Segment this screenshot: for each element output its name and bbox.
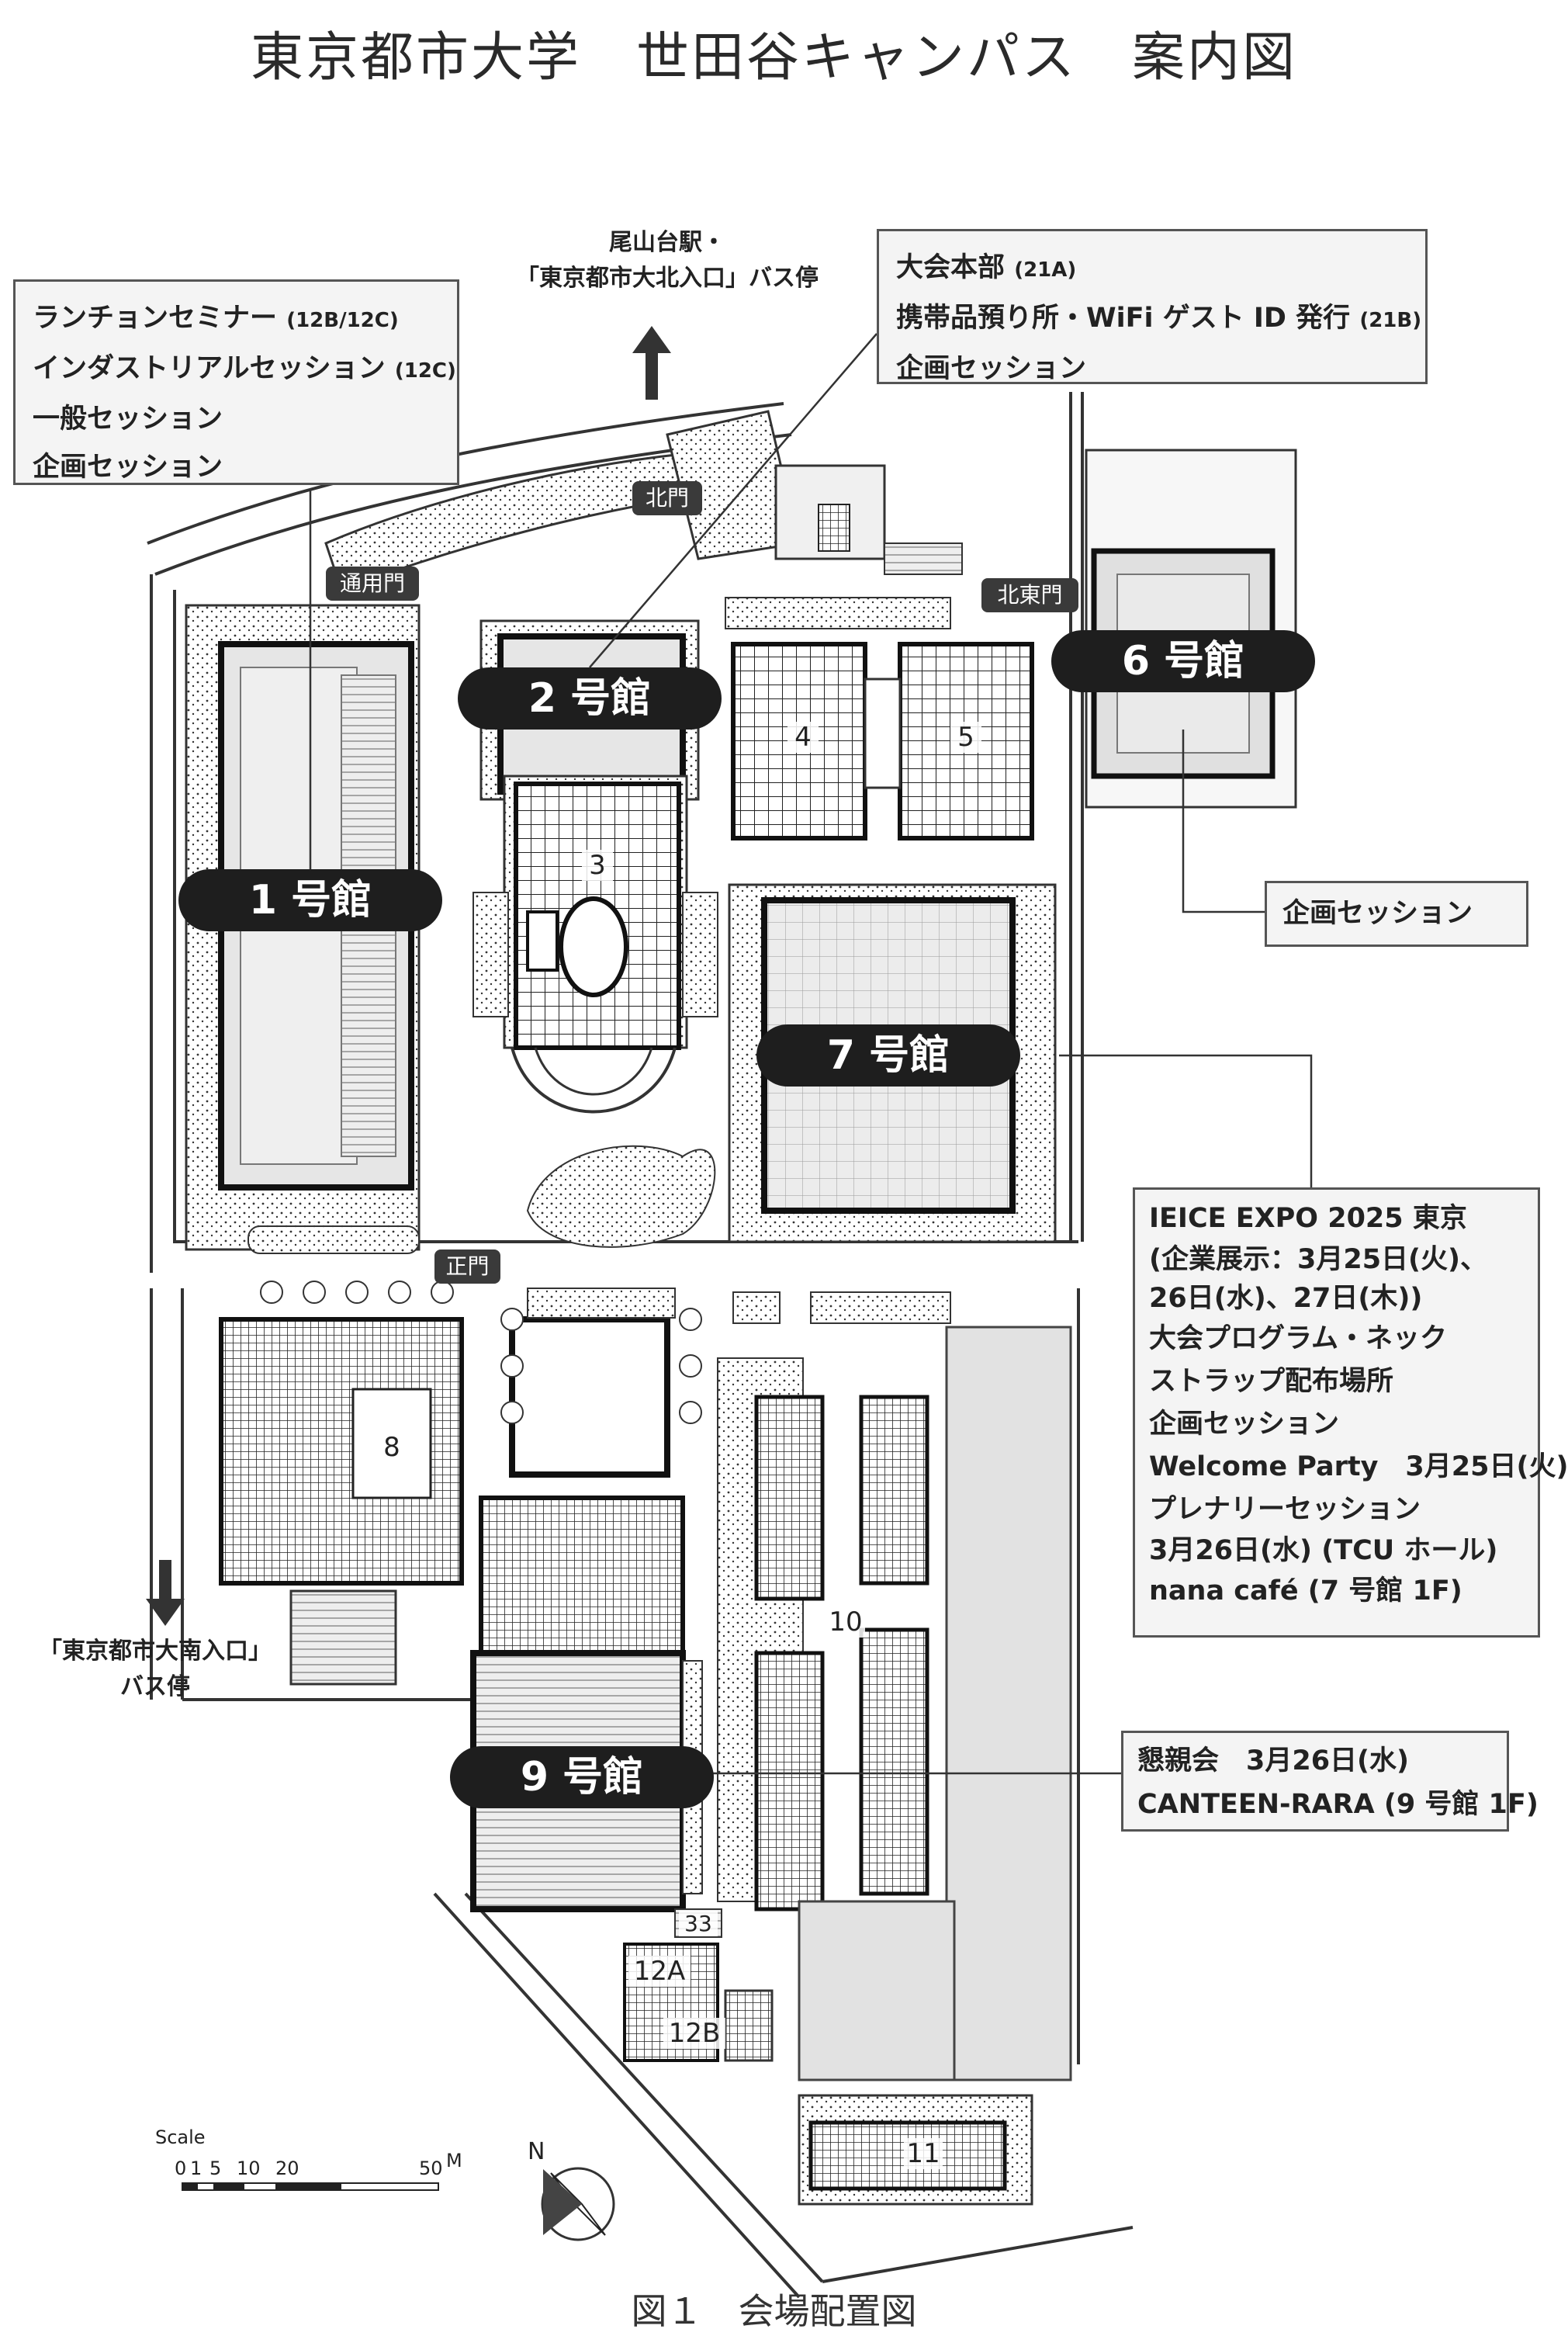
info-box-building-1: ランチョンセミナー (12B/12C) インダストリアルセッション (12C) … — [13, 279, 459, 485]
box1-line1: ランチョンセミナー — [33, 303, 278, 334]
box2-line3: 企画セッション — [896, 353, 1087, 384]
building-3-number: 3 — [582, 850, 613, 881]
compass-north-label: N — [528, 2138, 545, 2165]
box1-line1-note: (12B/12C) — [286, 309, 399, 332]
box7-line9: 3月26日(水) (TCU ホール) — [1149, 1535, 1498, 1566]
south-note-line1: 「東京都市大南入口」 — [39, 1638, 272, 1665]
scale-tick-0: 0 — [175, 2158, 187, 2179]
box1-line2-note: (12C) — [394, 359, 456, 383]
box7-line6: 企画セッション — [1149, 1409, 1340, 1440]
box7-line3: 26日(水)、27日(木)) — [1149, 1283, 1423, 1314]
campus-roads — [147, 392, 1134, 2299]
building-9-label[interactable]: 9 号館 — [450, 1746, 714, 1808]
page-title: 東京都市大学 世田谷キャンパス 案内図 — [250, 27, 1297, 88]
box6-line1: 企画セッション — [1282, 898, 1473, 929]
scale-tick-5: 5 — [209, 2158, 222, 2179]
scale-tick-50: 50 — [419, 2158, 443, 2179]
scale-unit: M — [446, 2150, 462, 2171]
building-12b-number: 12B — [663, 2018, 725, 2049]
compass-rose — [541, 2167, 615, 2241]
north-note-line2: 「東京都市大北入口」バス停 — [516, 265, 819, 292]
box7-line8: プレナリーセッション — [1149, 1494, 1421, 1525]
figure-caption: 図１ 会場配置図 — [631, 2290, 917, 2332]
building-1-label[interactable]: 1 号館 — [178, 869, 442, 931]
scale-legend: Scale 0 1 5 10 20 50 M — [155, 2126, 481, 2196]
building-8-number: 8 — [376, 1432, 407, 1463]
northeast-gate-label: 北東門 — [981, 578, 1078, 612]
box7-line2: (企業展示：3月25日(火)、 — [1149, 1244, 1488, 1275]
box2-line2-note: (21B) — [1359, 309, 1422, 332]
scale-label: Scale — [155, 2126, 206, 2148]
north-access-note: 尾山台駅・ 「東京都市大北入口」バス停 — [481, 225, 853, 296]
box1-line2: インダストリアルセッション — [33, 353, 386, 384]
box9-line1: 懇親会 3月26日(水) — [1137, 1745, 1410, 1776]
box2-line1-note: (21A) — [1014, 258, 1077, 282]
building-2-label[interactable]: 2 号館 — [458, 667, 722, 730]
scale-tick-10: 10 — [237, 2158, 261, 2179]
box2-line1: 大会本部 — [896, 252, 1006, 283]
box7-line10: nana café (7 号館 1F) — [1149, 1575, 1462, 1606]
building-4-number: 4 — [787, 722, 819, 753]
box9-line2: CANTEEN-RARA (9 号館 1F) — [1137, 1789, 1539, 1820]
north-note-line1: 尾山台駅・ — [609, 229, 725, 256]
info-box-building-7: IEICE EXPO 2025 東京 (企業展示：3月25日(火)、 26日(水… — [1133, 1187, 1568, 1638]
building-10-number: 10 — [826, 1606, 865, 1638]
box7-line5: ストラップ配布場所 — [1149, 1366, 1394, 1397]
building-33-number: 33 — [679, 1911, 718, 1936]
info-box-building-9: 懇親会 3月26日(水) CANTEEN-RARA (9 号館 1F) — [1121, 1731, 1539, 1832]
box7-line1: IEICE EXPO 2025 東京 — [1149, 1203, 1467, 1234]
south-note-line2: バス停 — [120, 1673, 190, 1700]
building-6-label[interactable]: 6 号館 — [1051, 630, 1315, 692]
scale-tick-1: 1 — [190, 2158, 202, 2179]
building-7-label[interactable]: 7 号館 — [756, 1024, 1020, 1087]
south-access-note: 「東京都市大南入口」 バス停 — [8, 1634, 303, 1705]
scale-bar — [182, 2182, 439, 2191]
main-gate-label: 正門 — [434, 1249, 500, 1284]
box2-line2: 携帯品預り所・WiFi ゲスト ID 発行 — [896, 303, 1351, 334]
box1-line3: 一般セッション — [33, 404, 223, 435]
service-gate-label: 通用門 — [326, 567, 419, 601]
box7-line4: 大会プログラム・ネック — [1149, 1323, 1447, 1354]
leader-lines — [309, 333, 1313, 1775]
info-box-building-2: 大会本部 (21A) 携帯品預り所・WiFi ゲスト ID 発行 (21B) 企… — [877, 229, 1428, 384]
building-12a-number: 12A — [628, 1956, 691, 1987]
scale-tick-20: 20 — [275, 2158, 299, 2179]
north-gate-label: 北門 — [632, 481, 702, 515]
box1-line4: 企画セッション — [33, 452, 223, 483]
info-box-building-6: 企画セッション — [1265, 881, 1528, 947]
building-11-number: 11 — [904, 2138, 943, 2169]
box7-line7: Welcome Party 3月25日(火) — [1149, 1451, 1568, 1482]
building-5-number: 5 — [950, 722, 981, 753]
